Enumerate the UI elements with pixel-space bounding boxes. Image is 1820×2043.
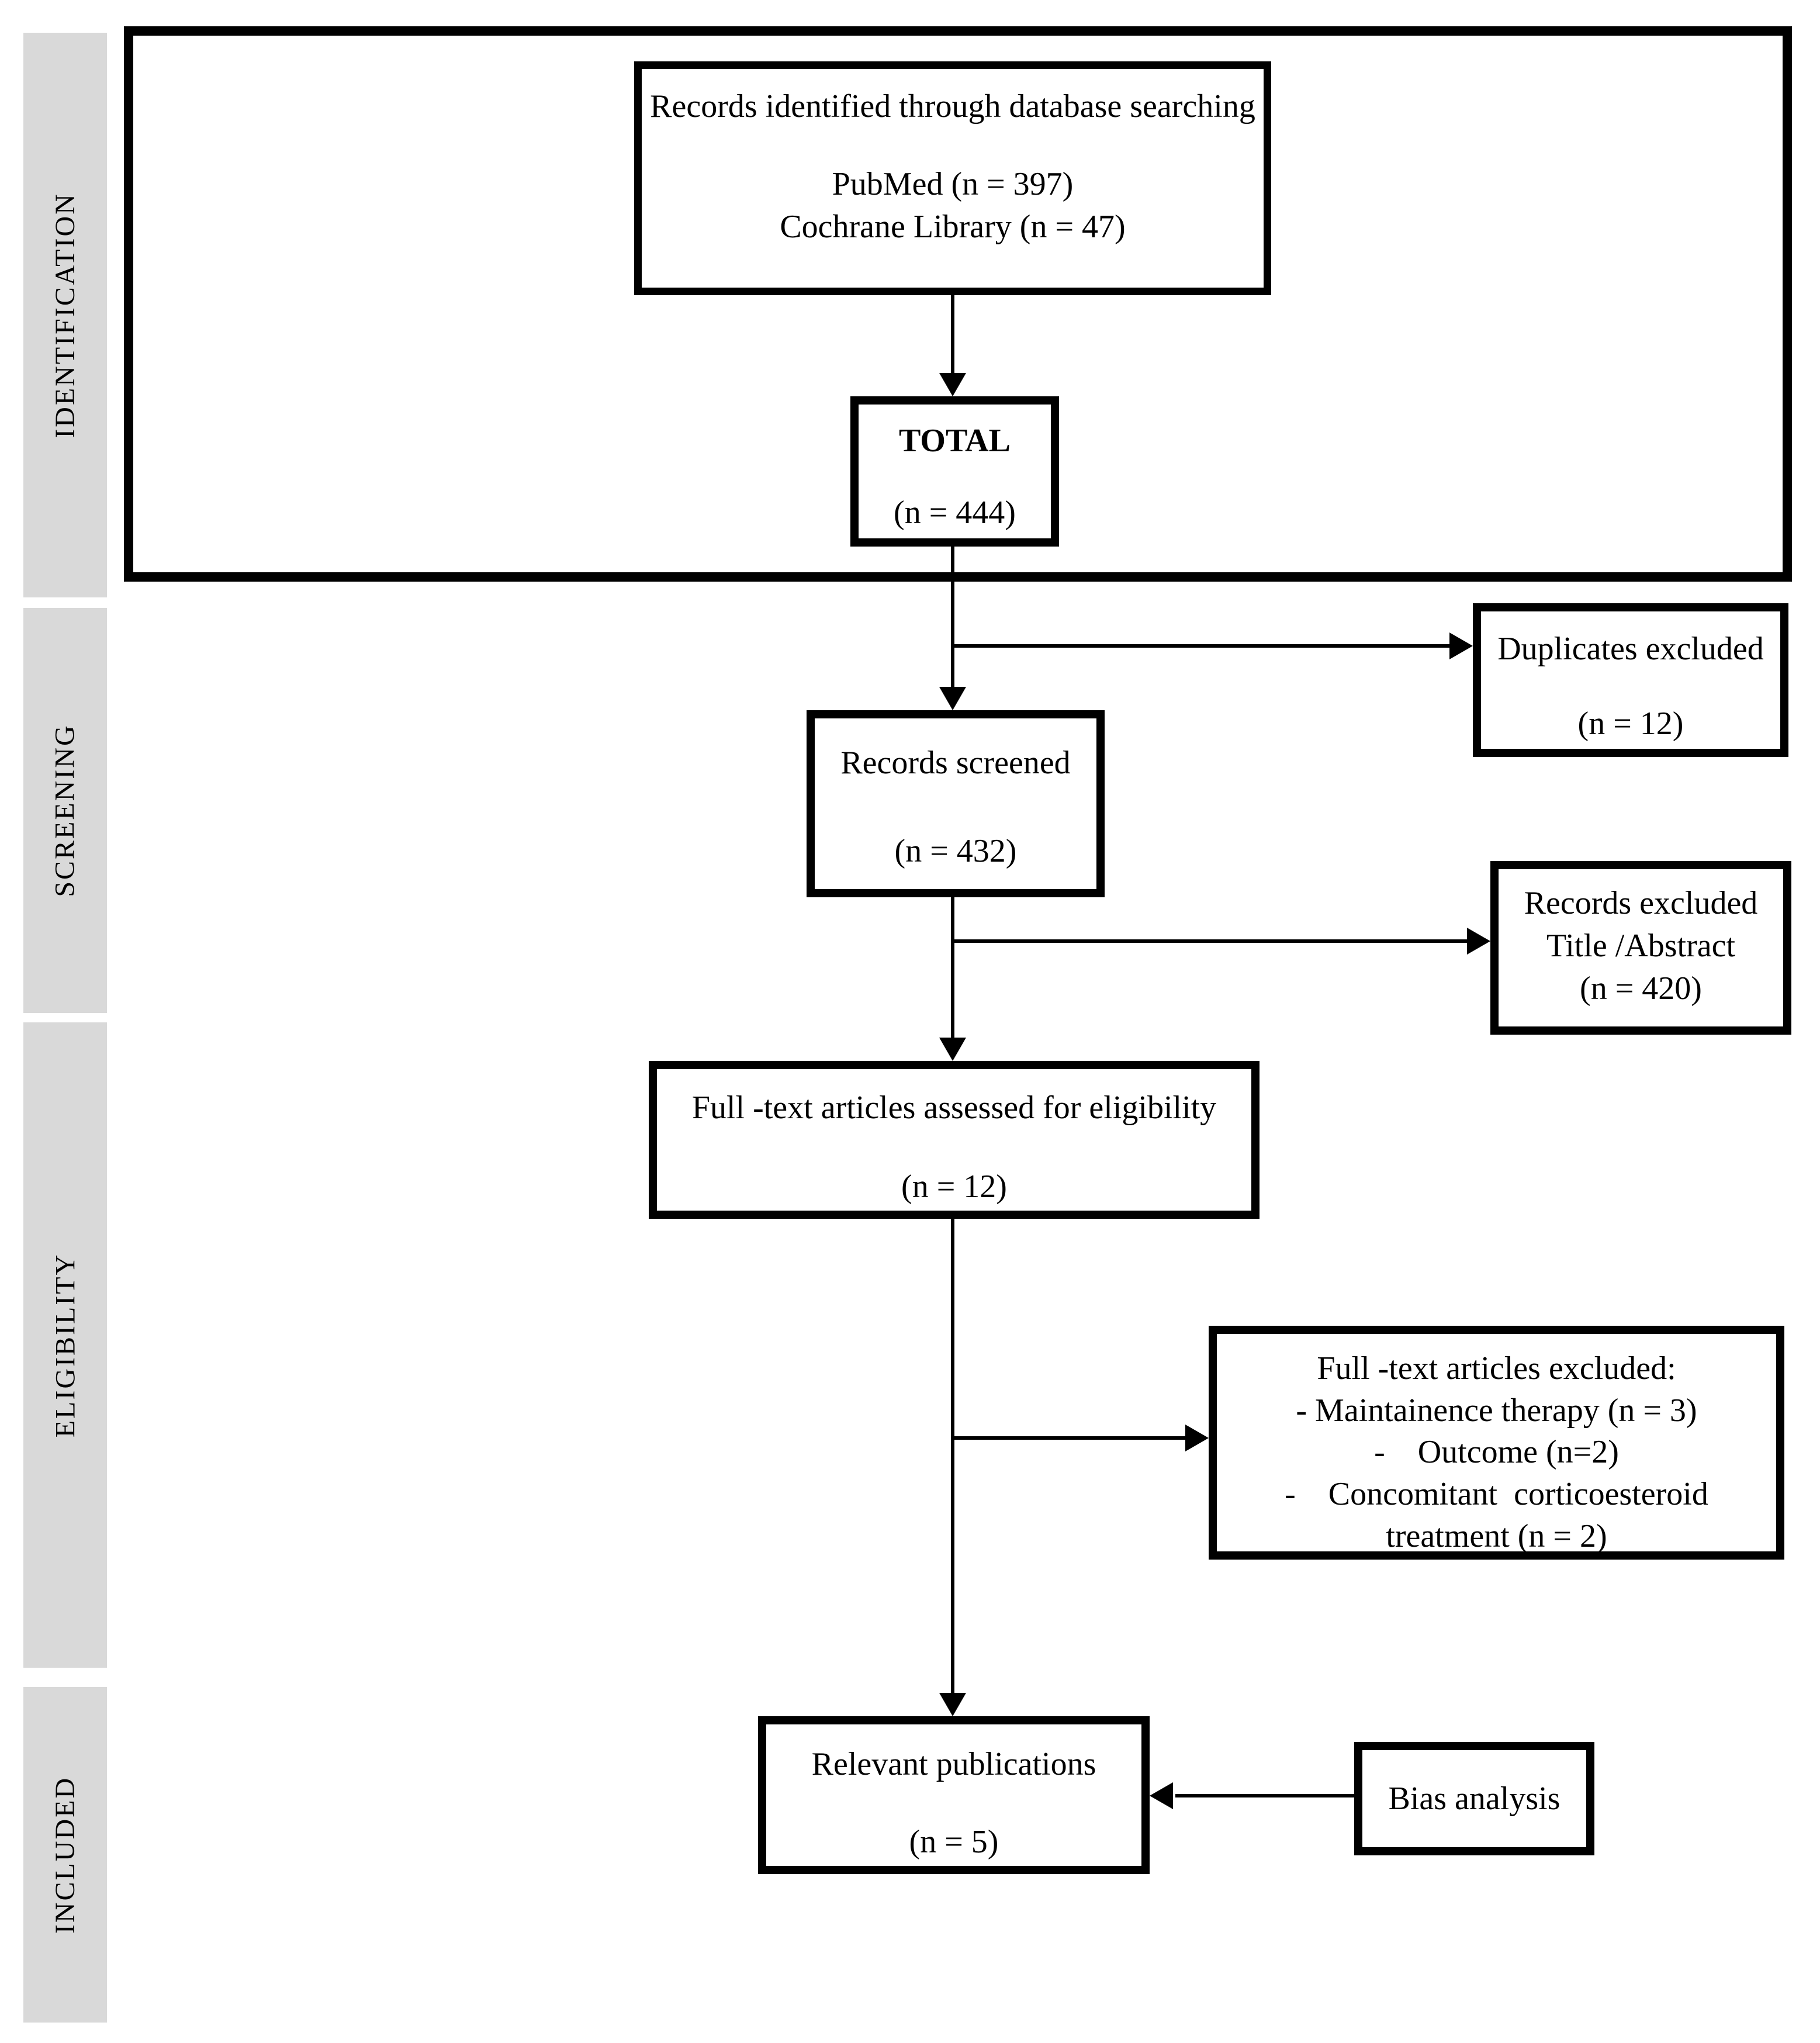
total-count: (n = 444) [894,494,1016,531]
total-label: TOTAL [899,423,1011,459]
node-fulltext-assessed: Full -text articles assessed for eligibi… [649,1061,1260,1219]
identification-section-frame [124,26,1792,582]
bias-analysis-label: Bias analysis [1388,1780,1561,1817]
records-excluded-label: Records excluded [1524,885,1758,921]
arrowhead-identified-to-total [939,373,966,396]
node-records-identified: Records identified through database sear… [634,61,1271,295]
records-excluded-count: (n = 420) [1580,970,1702,1007]
fulltext-excluded-item-maintenance: - Maintainence therapy (n = 3) [1296,1392,1697,1429]
flow-line-to-duplicates-excluded [953,644,1451,648]
fulltext-assessed-label: Full -text articles assessed for eligibi… [691,1090,1217,1126]
stage-label-screening: SCREENING [50,724,81,897]
flow-line-total-to-screened [951,547,954,688]
flow-line-fulltext-to-relevant [951,1219,954,1694]
records-screened-count: (n = 432) [894,832,1017,869]
arrowhead-to-fulltext-excluded [1185,1425,1209,1451]
fulltext-excluded-item-treatment: treatment (n = 2) [1386,1517,1607,1554]
duplicates-excluded-count: (n = 12) [1577,705,1684,742]
arrowhead-fulltext-to-relevant [939,1693,966,1716]
fulltext-excluded-title: Full -text articles excluded: [1317,1350,1676,1387]
arrowhead-to-duplicates-excluded [1449,632,1473,659]
fulltext-excluded-item-outcome: - Outcome (n=2) [1374,1434,1619,1471]
records-screened-label: Records screened [840,745,1071,781]
stage-bar-eligibility: ELIGIBILITY [23,1022,107,1668]
duplicates-excluded-label: Duplicates excluded [1497,631,1764,667]
node-fulltext-excluded: Full -text articles excluded: - Maintain… [1209,1326,1784,1560]
records-identified-source-pubmed: PubMed (n = 397) [832,165,1074,202]
records-identified-title: Records identified through database sear… [650,88,1255,125]
flow-line-identified-to-total [951,295,954,374]
flow-line-to-records-excluded [953,939,1468,943]
relevant-publications-count: (n = 5) [909,1823,999,1860]
arrowhead-to-records-excluded [1467,928,1490,955]
node-duplicates-excluded: Duplicates excluded (n = 12) [1473,603,1788,757]
node-records-screened: Records screened (n = 432) [807,710,1105,897]
stage-label-eligibility: ELIGIBILITY [50,1253,81,1437]
node-bias-analysis: Bias analysis [1354,1742,1594,1855]
fulltext-excluded-item-corticosteroid: - Concomitant corticoesteroid [1285,1476,1708,1513]
node-records-excluded: Records excluded Title /Abstract (n = 42… [1490,861,1791,1035]
node-relevant-publications: Relevant publications (n = 5) [758,1716,1150,1874]
flow-line-bias-to-relevant [1175,1794,1354,1797]
arrowhead-screened-to-fulltext [939,1038,966,1061]
records-excluded-sublabel: Title /Abstract [1546,927,1736,964]
flow-line-to-fulltext-excluded [953,1436,1186,1440]
stage-bar-screening: SCREENING [23,608,107,1013]
stage-label-included: INCLUDED [50,1776,81,1934]
flow-line-screened-to-fulltext [951,897,954,1039]
fulltext-assessed-count: (n = 12) [901,1168,1007,1205]
node-total: TOTAL (n = 444) [850,396,1059,547]
stage-bar-identification: IDENTIFICATION [23,33,107,597]
stage-bar-included: INCLUDED [23,1687,107,2023]
records-identified-source-cochrane: Cochrane Library (n = 47) [780,208,1126,245]
stage-label-identification: IDENTIFICATION [50,192,81,438]
arrowhead-total-to-screened [939,687,966,710]
relevant-publications-label: Relevant publications [811,1746,1096,1782]
arrowhead-bias-to-relevant [1150,1782,1173,1809]
